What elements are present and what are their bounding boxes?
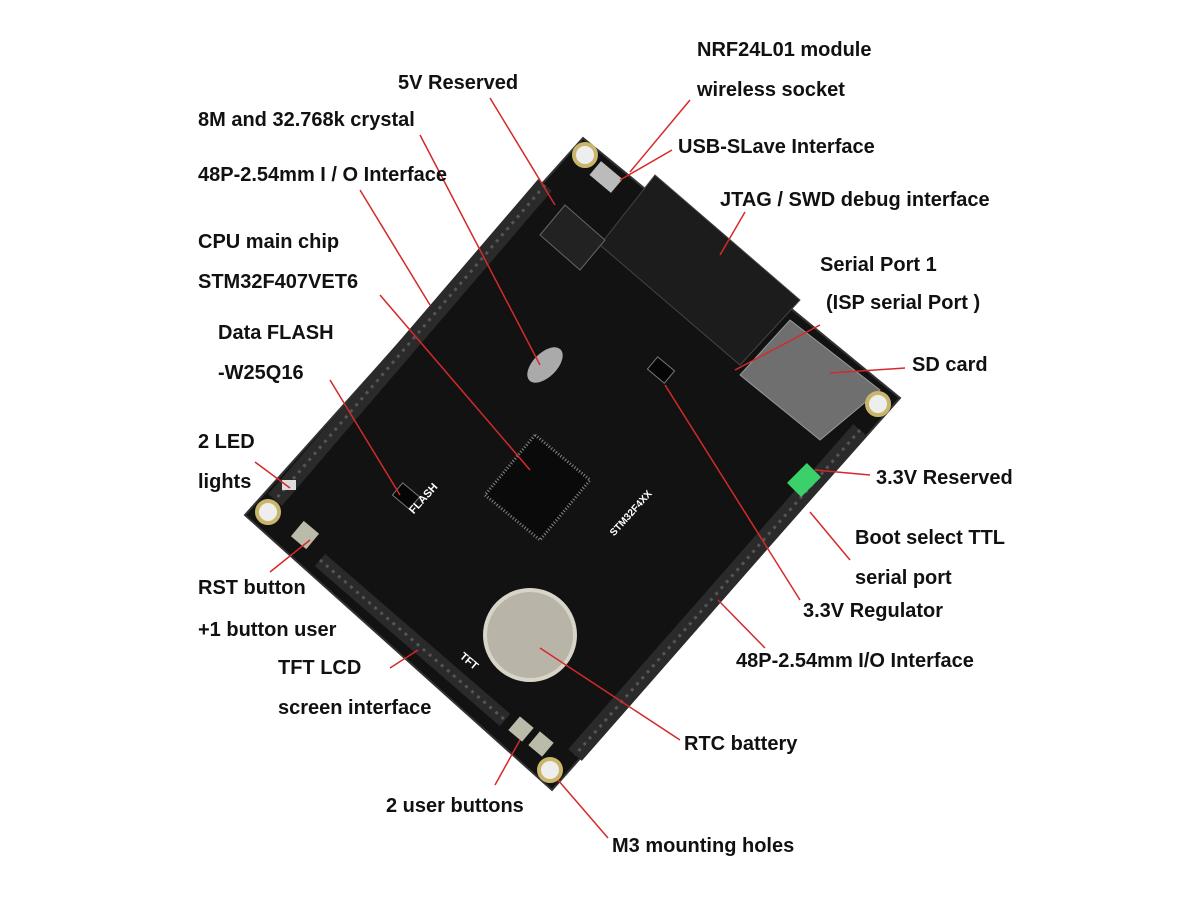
leader-tft — [389, 649, 419, 669]
leader-rst — [269, 539, 311, 573]
leader-regulator — [664, 384, 801, 601]
label-crystal: 8M and 32.768k crystal — [198, 109, 415, 131]
label-rtc: RTC battery — [684, 733, 798, 755]
label-serial-1: Serial Port 1 — [820, 254, 937, 276]
leader-led — [254, 461, 291, 489]
leader-lines — [254, 97, 906, 839]
label-nrf-1: NRF24L01 module — [697, 39, 872, 61]
label-io-right: 48P-2.54mm I/O Interface — [736, 650, 974, 672]
label-sd: SD card — [912, 354, 988, 376]
label-io-left: 48P-2.54mm I / O Interface — [198, 164, 448, 186]
leader-crystal — [419, 134, 541, 366]
label-nrf-2: wireless socket — [697, 79, 845, 101]
label-user-buttons: 2 user buttons — [386, 795, 524, 817]
label-cpu-2: STM32F407VET6 — [198, 271, 359, 293]
leader-cpu — [379, 294, 531, 471]
leader-5v — [489, 97, 556, 206]
leader-io-left — [359, 189, 431, 306]
label-3v3-reserved: 3.3V Reserved — [876, 467, 1013, 489]
leader-flash — [329, 379, 401, 496]
leader-boot — [809, 511, 851, 561]
label-5v-reserved: 5V Reserved — [398, 72, 519, 94]
label-cpu-1: CPU main chip — [198, 231, 340, 253]
label-led-1: 2 LED — [198, 431, 255, 453]
leader-jtag — [719, 211, 746, 256]
label-usb: USB-SLave Interface — [678, 136, 875, 158]
label-tft-2: screen interface — [278, 697, 432, 719]
leader-nrf — [629, 99, 691, 173]
label-serial-2: (ISP serial Port ) — [826, 292, 981, 314]
label-led-2: lights — [198, 471, 252, 493]
label-boot-1: Boot select TTL — [855, 527, 1006, 549]
label-tft-1: TFT LCD — [278, 657, 362, 679]
leader-sd — [829, 367, 906, 374]
pcb-board: FLASH TFT STM32F4XX — [243, 136, 902, 792]
label-m3: M3 mounting holes — [612, 835, 795, 857]
label-user-button: +1 button user — [198, 619, 337, 641]
leader-io-right — [717, 599, 766, 649]
leader-user-buttons — [494, 739, 521, 786]
label-regulator: 3.3V Regulator — [803, 600, 944, 622]
leader-3v3 — [814, 469, 871, 476]
label-flash-1: Data FLASH — [218, 322, 334, 344]
leader-usb — [619, 149, 673, 181]
leader-rtc — [539, 647, 681, 741]
label-rst: RST button — [198, 577, 306, 599]
label-boot-2: serial port — [855, 567, 952, 589]
leader-serial — [734, 324, 821, 371]
label-flash-2: -W25Q16 — [218, 362, 304, 384]
label-jtag: JTAG / SWD debug interface — [720, 189, 990, 211]
leader-m3 — [557, 779, 609, 839]
